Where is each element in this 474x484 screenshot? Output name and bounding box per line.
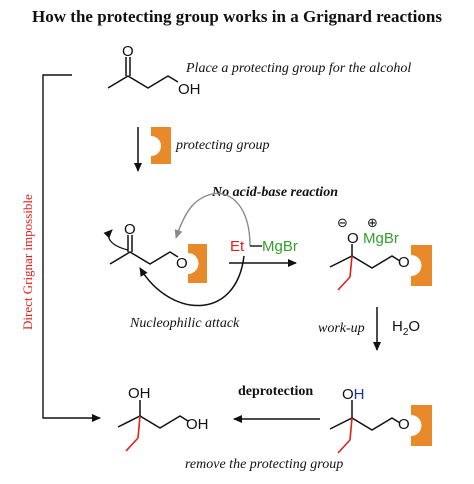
caption-remove-pg: remove the protecting group: [185, 457, 343, 472]
caption-place-pg: Place a protecting group for the alcohol: [185, 61, 411, 76]
final-diol: [117, 400, 189, 429]
caption-nucleophilic-attack: Nucleophilic attack: [129, 316, 240, 331]
final-diol-tertiary-oh: OH: [128, 385, 151, 402]
alkoxide-plus: ⊕: [367, 215, 378, 230]
alkoxide-ethyl-2: [337, 276, 351, 291]
alkoxide-mgbr: MgBr: [363, 230, 399, 247]
final-diol-ethyl-2: [125, 437, 139, 452]
caption-no-acid-base: No acid-base reaction: [211, 185, 338, 200]
protected-alcohol-o: OH: [342, 386, 365, 403]
direct-grignard-label: Direct Grignar impossible: [20, 194, 35, 330]
carbonyl-electron-arrow: [103, 229, 129, 251]
alkoxide-ethyl-1: [349, 255, 353, 278]
protected-alcohol-ethyl-1: [349, 417, 353, 441]
protected-ketone-ether-o: O: [176, 255, 188, 272]
alkoxide-intermediate: [329, 244, 401, 269]
alkoxide-pg: [411, 245, 432, 286]
protected-alcohol-ethyl-2: [337, 439, 351, 454]
protected-alcohol-ether-o: O: [398, 416, 410, 433]
protected-ketone-pg: [188, 244, 207, 283]
start-oh: OH: [178, 81, 201, 98]
caption-protecting-group: protecting group: [175, 138, 269, 153]
protected-ketone: [109, 235, 179, 265]
protected-alcohol-pg: [411, 405, 432, 446]
nucleophilic-attack-arrow: [139, 255, 245, 307]
direct-grignard-bracket: [42, 74, 101, 422]
protected-alcohol: [329, 400, 401, 431]
protected-ketone-carbonyl-o: O: [124, 221, 136, 238]
water-label: H2O: [392, 318, 420, 338]
grignard-mgbr: MgBr: [262, 238, 298, 255]
alkoxide-ether-o: O: [398, 254, 410, 271]
alkoxide-minus: ⊖: [337, 215, 348, 230]
final-diol-primary-oh: OH: [186, 416, 209, 433]
start-carbonyl-o: O: [122, 43, 134, 60]
grignard-et: Et: [230, 238, 245, 255]
diagram-title: How the protecting group works in a Grig…: [32, 7, 442, 26]
final-diol-ethyl-1: [137, 415, 141, 439]
starting-material: [107, 57, 179, 89]
protecting-group-icon: [151, 127, 171, 164]
no-reaction-gray-arrow: [174, 192, 251, 247]
caption-deprotection: deprotection: [238, 384, 313, 399]
caption-work-up: work-up: [318, 321, 365, 336]
alkoxide-o: O: [347, 230, 359, 247]
